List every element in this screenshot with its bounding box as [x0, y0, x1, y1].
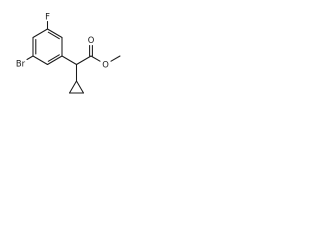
ring-double-bond-c1-c2: [47, 31, 60, 40]
bromine-label: Br: [16, 59, 26, 69]
ester-oxygen-label: O: [102, 60, 109, 70]
atom-label-fluorine: F: [45, 12, 50, 22]
ring-bond-c3-c4: [46, 55, 63, 66]
bond-ring-to-alpha-carbon: [61, 55, 78, 66]
cyclopropyl-bond-c: [75, 80, 85, 94]
ring-bond-c4-c5: [32, 55, 49, 66]
atom-label-bromine: Br: [16, 59, 26, 69]
cyclopropyl-bond-a: [68, 80, 78, 94]
bond-carbonyl-to-ester-oxygen: [90, 55, 101, 62]
bond-ring-to-bromine: [26, 55, 34, 61]
carbonyl-oxygen-label: O: [88, 35, 95, 45]
atom-label-ester-oxygen: O: [102, 60, 109, 70]
benzene-ring: [32, 28, 63, 66]
atom-label-carbonyl-oxygen: O: [88, 35, 95, 45]
fluorine-label: F: [45, 12, 50, 22]
ring-double-bond-c3-c4: [47, 54, 60, 62]
cyclopropyl-ring: [68, 63, 85, 94]
ring-bond-c6-c1: [32, 28, 49, 39]
bond-ester-oxygen-to-methyl: [110, 55, 121, 62]
bond-alpha-to-carbonyl-carbon: [75, 55, 92, 66]
ring-bond-c1-c2: [46, 28, 63, 39]
molecule-structure: F Br O O: [16, 12, 121, 94]
